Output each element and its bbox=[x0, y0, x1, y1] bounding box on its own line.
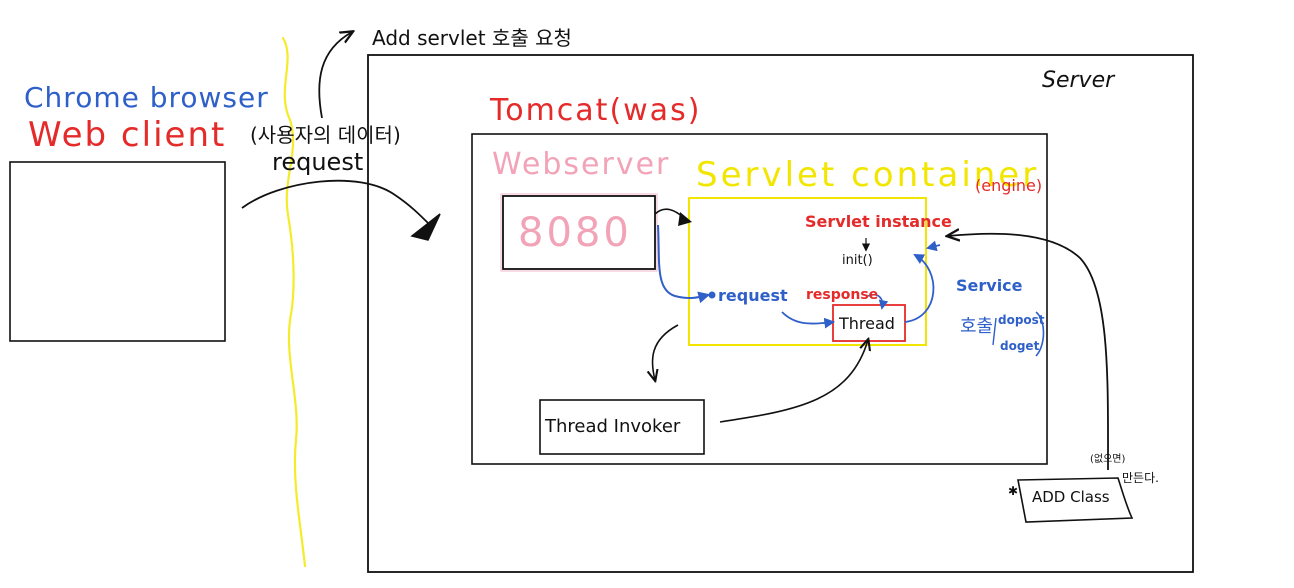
yellow-divider-line bbox=[281, 36, 307, 568]
arrow-thread-to-servlet bbox=[904, 253, 935, 323]
server-box bbox=[367, 54, 1194, 573]
servlet-container-box bbox=[688, 197, 927, 346]
arrow-port-to-request bbox=[657, 224, 711, 304]
request-point-icon bbox=[708, 291, 716, 299]
arrow-client-to-server bbox=[241, 179, 431, 226]
arrow-into-servlet-instance bbox=[925, 240, 941, 252]
response-label: response bbox=[806, 287, 879, 303]
arrow-container-to-invoker bbox=[652, 324, 679, 380]
service-label: Service bbox=[956, 276, 1023, 295]
thread-invoker-label: Thread Invoker bbox=[545, 416, 681, 437]
request-label: request bbox=[272, 148, 364, 176]
tomcat-box bbox=[471, 133, 1048, 465]
web-client-box bbox=[9, 161, 226, 342]
engine-label: (engine) bbox=[975, 176, 1043, 195]
request-inner-label: request bbox=[718, 286, 788, 305]
dopost-label: dopost bbox=[998, 313, 1045, 327]
add-class-box bbox=[1017, 477, 1134, 523]
arrow-response-to-thread bbox=[867, 293, 889, 310]
add-class-note-top: (없으면) bbox=[1090, 454, 1126, 465]
doget-label: doget bbox=[1000, 339, 1040, 353]
arrow-head-server-entry bbox=[410, 213, 441, 241]
webserver-label: Webserver bbox=[492, 147, 671, 182]
web-client-label: Web client bbox=[28, 115, 227, 155]
webserver-port-box bbox=[502, 195, 656, 270]
chrome-browser-label: Chrome browser bbox=[24, 81, 269, 114]
arrow-invoker-to-thread bbox=[719, 340, 868, 423]
thread-label: Thread bbox=[839, 314, 895, 333]
user-data-label: (사용자의 데이터) bbox=[250, 123, 401, 147]
bracket-dopost-doget bbox=[1035, 311, 1045, 357]
tomcat-label: Tomcat(was) bbox=[490, 93, 702, 128]
bracket-left-dopost bbox=[992, 317, 997, 346]
add-class-label: ADD Class bbox=[1032, 488, 1110, 506]
add-class-note-bottom: 만든다. bbox=[1122, 471, 1159, 485]
add-class-bullet-icon: ✱ bbox=[1008, 484, 1018, 498]
arrow-request-to-note bbox=[318, 32, 352, 119]
call-label: 호출 bbox=[960, 316, 994, 337]
port-8080-label: 8080 bbox=[518, 210, 632, 256]
arrow-request-to-thread bbox=[781, 311, 836, 329]
arrow-head-container-entry bbox=[678, 212, 692, 226]
init-label: init() bbox=[842, 253, 873, 268]
thread-invoker-box bbox=[539, 399, 705, 455]
top-note-label: Add servlet 호출 요청 bbox=[372, 26, 572, 50]
servlet-container-label: Servlet container bbox=[696, 155, 1040, 195]
servlet-instance-label: Servlet instance bbox=[805, 212, 952, 231]
arrow-addclass-to-servlet bbox=[948, 234, 1109, 471]
server-label: Server bbox=[1042, 68, 1115, 93]
webserver-pink-highlight bbox=[500, 193, 658, 272]
